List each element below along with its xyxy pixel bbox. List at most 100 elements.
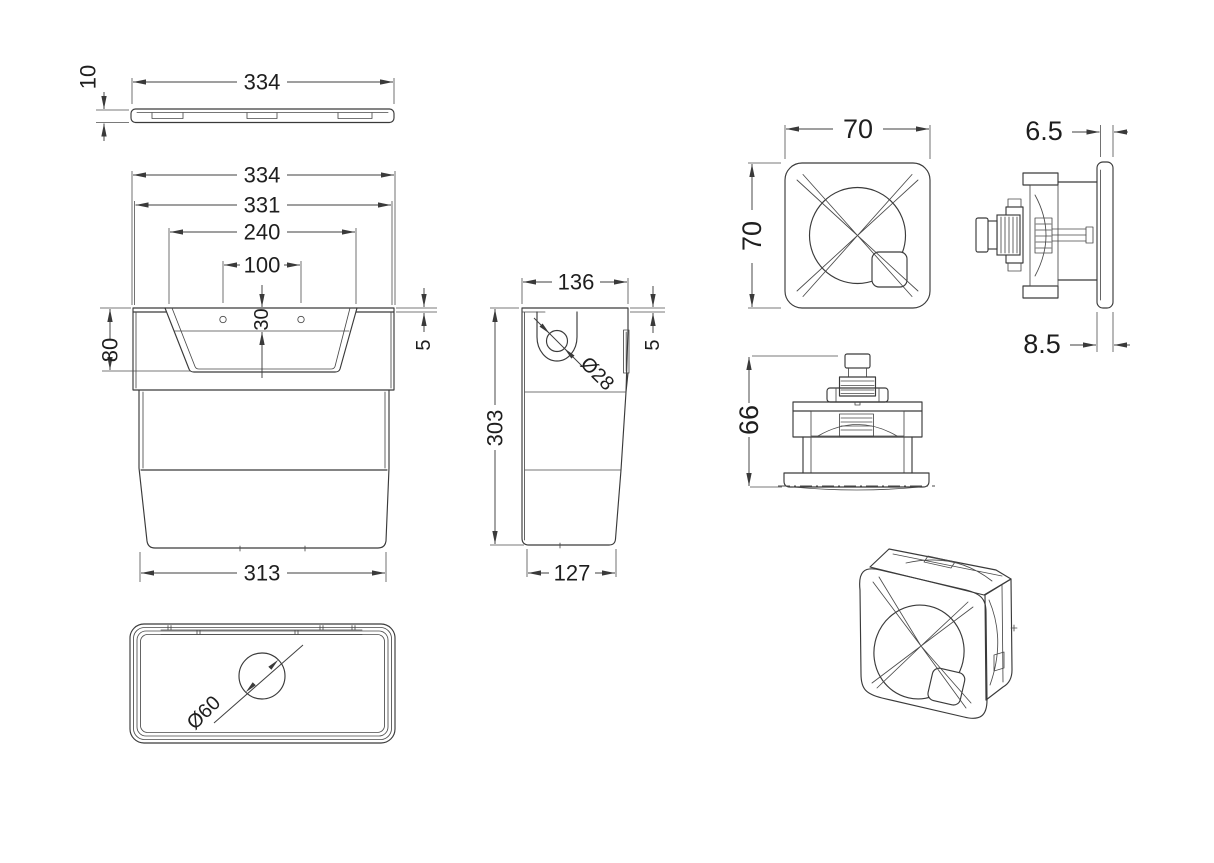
bottom-leader-arrow-lower (245, 682, 256, 693)
button-side-view: 6.5 8.5 (975, 116, 1130, 359)
elev-button-cap (844, 353, 871, 369)
front-base-width-label: 313 (244, 561, 281, 586)
buttonside-plate (1096, 161, 1114, 309)
buttonside-housing-body (1029, 184, 1059, 287)
button-front-view: 70 70 (737, 114, 931, 309)
button-plate-outline (784, 162, 931, 309)
lid-panel-lines (136, 112, 389, 119)
front-recess-height-label: 80 (98, 338, 123, 362)
button-large-button (808, 186, 907, 285)
button-front-extension-lines (748, 125, 931, 309)
lid-extension-lines (96, 78, 395, 123)
lid-width-label: 334 (244, 70, 281, 95)
side-outline (521, 307, 629, 546)
buttonside-threaded-collar (996, 214, 1021, 256)
elev-top-plate (792, 401, 923, 412)
front-lip-label: 5 (413, 339, 435, 350)
bottom-outlet-diameter-label: Ø60 (183, 692, 225, 734)
bottom-leader-arrow-upper (268, 659, 279, 670)
elev-top-plate-notch (854, 401, 861, 406)
front-body-width-label: 331 (244, 193, 281, 218)
elev-thread-column (839, 413, 874, 437)
button-height-label: 70 (737, 221, 767, 251)
buttonside-housing-bottom-lip (1022, 285, 1059, 299)
front-fixing-hole-right (297, 315, 305, 324)
side-lip-label: 5 (642, 339, 664, 350)
buttonside-thread-lines (1035, 223, 1052, 249)
elev-collar (838, 376, 877, 397)
buttonside-overall-thickness-label: 8.5 (1023, 329, 1061, 359)
buttonside-extension-lines (1096, 125, 1114, 352)
cistern-front-view: 334 331 240 100 30 80 5 313 (98, 163, 437, 586)
side-hole-leader-arrow-lower (564, 348, 575, 359)
elev-dome-arc (817, 424, 898, 437)
iso-small-button (927, 667, 966, 706)
elev-button-neck (848, 367, 867, 378)
bottom-outline-2 (133, 627, 392, 740)
bottom-outlet-leader (213, 644, 304, 724)
iso-plate-outline (859, 568, 988, 719)
iso-housing-top-details (892, 553, 1003, 582)
lid-thickness-label: 10 (76, 65, 101, 89)
side-height-label: 303 (483, 410, 508, 447)
elev-base-flange (783, 472, 930, 488)
buttonside-wing-tab-bottom (1007, 262, 1022, 272)
buttonside-thread-column (1034, 217, 1053, 254)
bottom-outlet-hole (238, 652, 286, 700)
buttonside-dome-arc (1034, 194, 1047, 277)
bottom-clip-band (160, 625, 363, 635)
bottom-outline-3 (136, 630, 389, 737)
buttonside-rod-cap (1085, 226, 1094, 244)
bottom-outline-4 (140, 634, 385, 733)
side-inner-lines (521, 311, 627, 549)
side-extension-lines (490, 278, 665, 577)
front-extension-lines (100, 171, 437, 582)
buttonside-housing-top-lip (1022, 172, 1059, 186)
side-keyhole-pocket (536, 311, 578, 362)
iso-cross-lines (871, 576, 974, 709)
buttonside-button-cap (975, 217, 989, 253)
front-recess-width-label: 240 (244, 220, 281, 245)
front-wall-inner-lines (135, 311, 392, 552)
cistern-side-view: Ø28 136 303 127 5 (483, 270, 665, 586)
side-hole-diameter-label: Ø28 (576, 353, 618, 395)
iso-housing-right-face (984, 578, 1013, 701)
side-base-depth-label: 127 (554, 561, 591, 586)
buttonside-wing-tab-top (1007, 198, 1022, 208)
buttonside-collar-threads (1000, 216, 1018, 254)
elev-collar-threads (840, 380, 875, 394)
side-depth-label: 136 (558, 270, 595, 295)
bottom-outline-1 (129, 623, 396, 744)
elev-height-label: 66 (734, 405, 764, 435)
side-inlet-hole (545, 329, 569, 353)
iso-housing-right-details (988, 584, 1018, 686)
buttonside-push-rod (1051, 228, 1087, 242)
buttonside-cylinder (1057, 181, 1098, 281)
elev-mid-inner (810, 436, 905, 474)
button-elevation-view: 66 (734, 353, 935, 491)
button-isometric-view (859, 548, 1018, 719)
lid-top-view: 334 10 (76, 65, 395, 141)
elev-extension-lines (750, 355, 838, 488)
side-lip-tab (623, 329, 630, 374)
elev-mid-outer (802, 436, 913, 474)
iso-large-button (873, 604, 965, 700)
front-recess-inner-lines (171, 307, 351, 370)
buttonside-plate-thickness-label: 6.5 (1025, 116, 1063, 146)
front-hole-spacing-label: 100 (244, 253, 281, 278)
button-width-label: 70 (843, 114, 873, 144)
lid-outline (130, 108, 395, 124)
button-small-button (871, 251, 908, 288)
front-outline (132, 307, 395, 549)
elev-upper-body (792, 410, 923, 438)
front-overall-width-label: 334 (244, 163, 281, 188)
button-cross-lines (796, 174, 919, 297)
side-hole-leader-arrow-upper (539, 323, 550, 334)
cistern-bottom-view: Ø60 (129, 623, 396, 744)
elev-thread-lines (840, 417, 873, 431)
front-fixing-hole-left (219, 315, 227, 324)
elev-wing-inner (835, 387, 880, 403)
elev-base-lip (792, 486, 921, 491)
